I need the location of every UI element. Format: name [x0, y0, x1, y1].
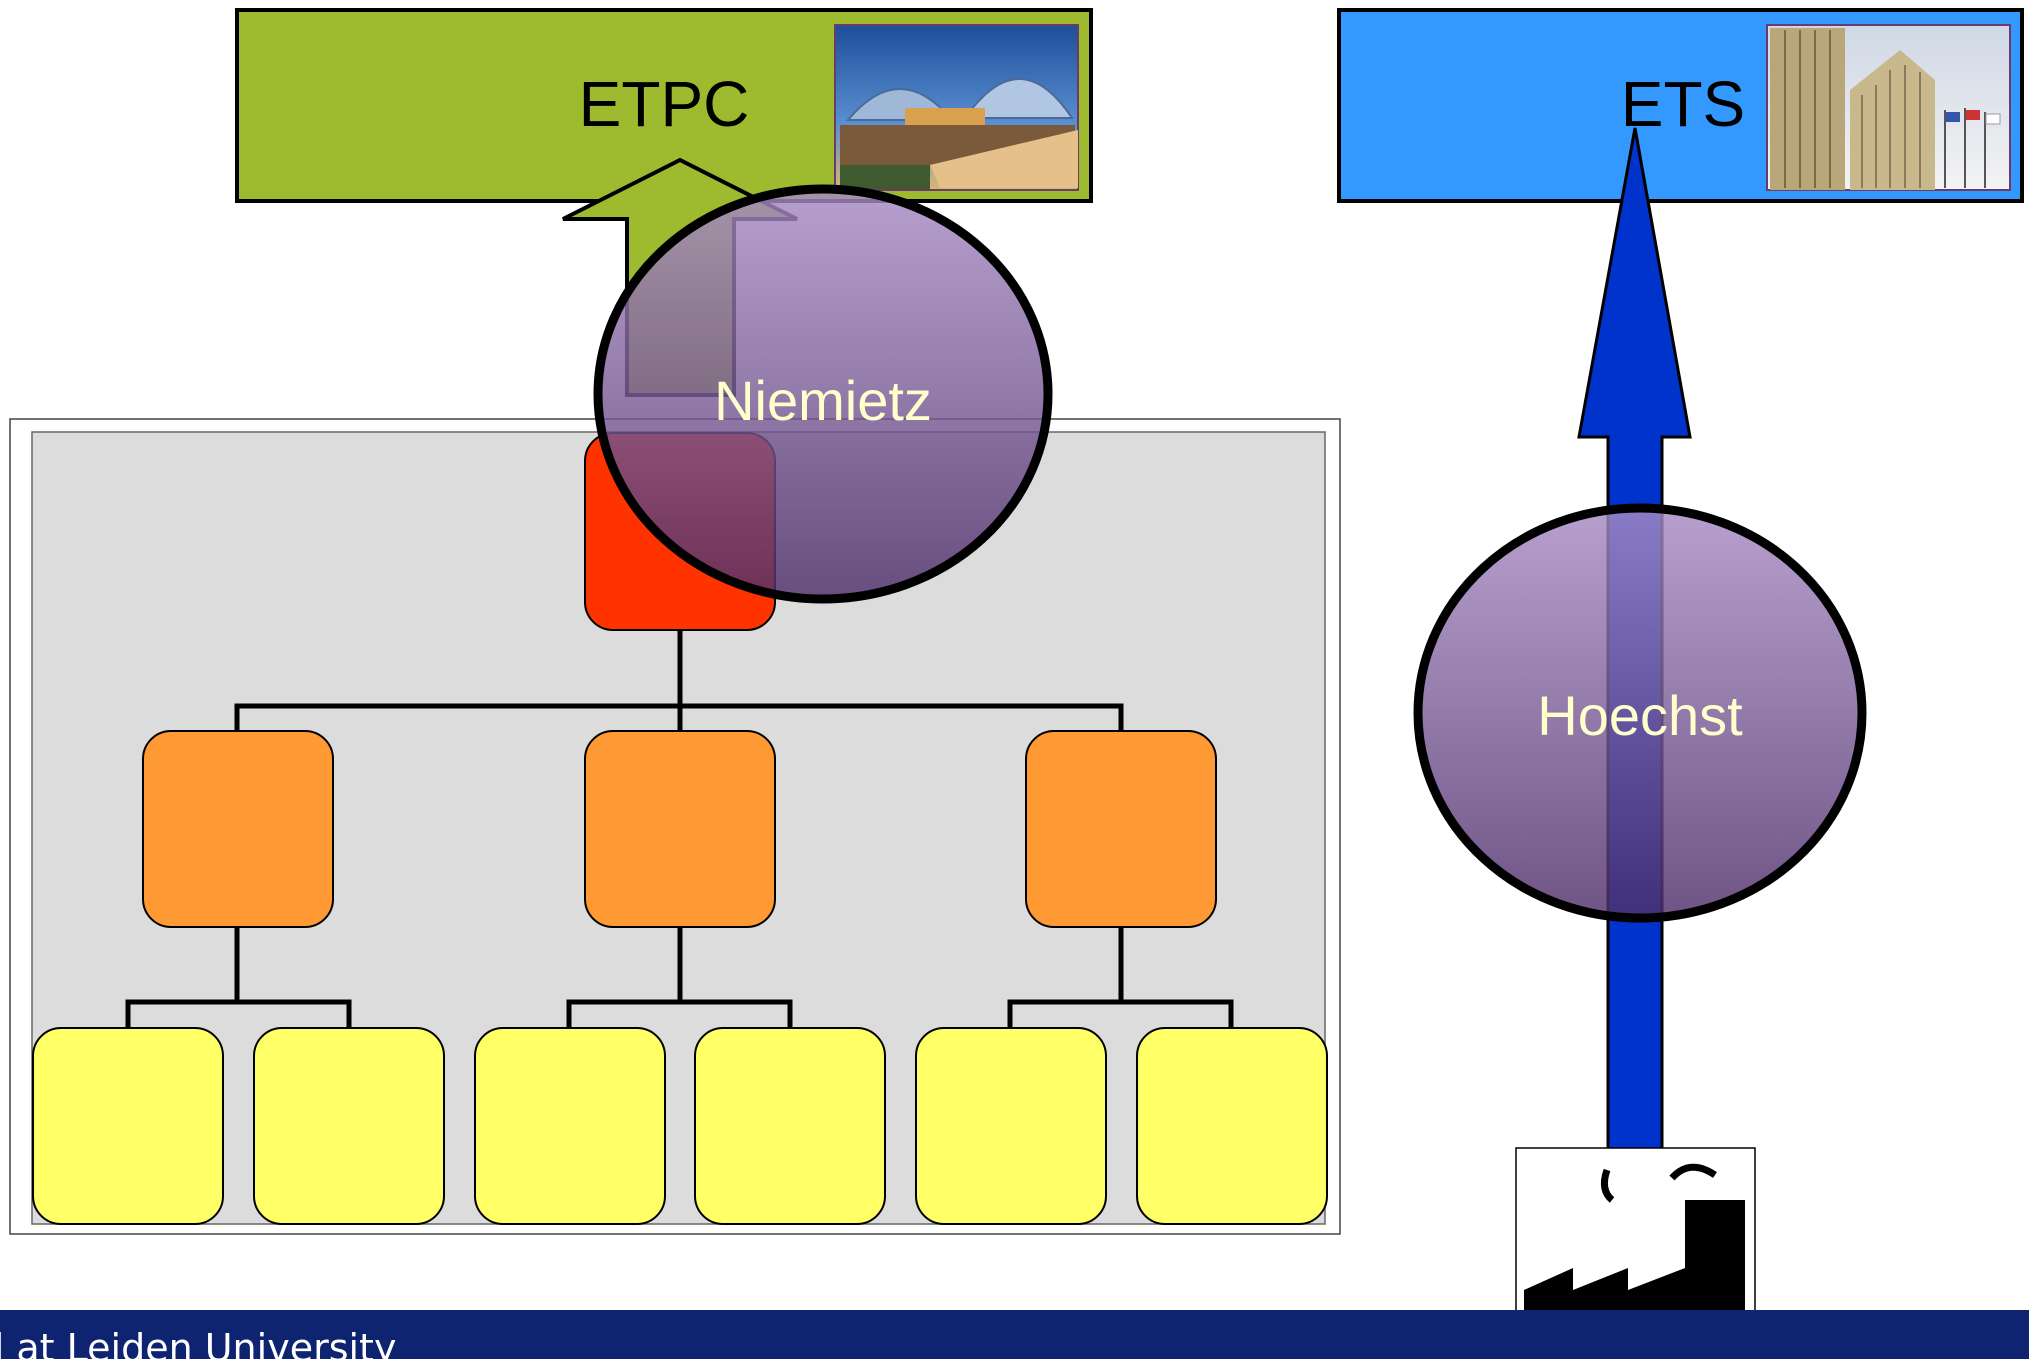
footer-text: rld at Leiden University	[0, 1326, 397, 1359]
etpc-label: ETPC	[579, 68, 750, 140]
hoechst-label: Hoechst	[1537, 684, 1743, 747]
leaf-node[interactable]	[694, 1027, 886, 1225]
court-tower-photo	[1766, 24, 2011, 191]
leaf-node[interactable]	[474, 1027, 666, 1225]
mid-node-center[interactable]	[584, 730, 776, 928]
hoechst-case[interactable]: Hoechst	[1413, 503, 1867, 923]
ets-court[interactable]: ETS	[1337, 8, 2024, 203]
niemietz-label: Niemietz	[714, 369, 932, 432]
leaf-nodes	[32, 1027, 1328, 1225]
court-building-photo	[834, 24, 1079, 191]
niemietz-case[interactable]: Niemietz	[593, 184, 1053, 604]
leaf-node[interactable]	[1136, 1027, 1328, 1225]
org-connectors	[125, 630, 1234, 1030]
mid-nodes	[142, 730, 1217, 928]
leaf-node[interactable]	[32, 1027, 224, 1225]
ets-label: ETS	[1621, 68, 1745, 140]
leaf-node[interactable]	[253, 1027, 445, 1225]
mid-node-left[interactable]	[142, 730, 334, 928]
mid-node-right[interactable]	[1025, 730, 1217, 928]
footer-bar	[0, 1310, 2029, 1359]
leaf-node[interactable]	[915, 1027, 1107, 1225]
